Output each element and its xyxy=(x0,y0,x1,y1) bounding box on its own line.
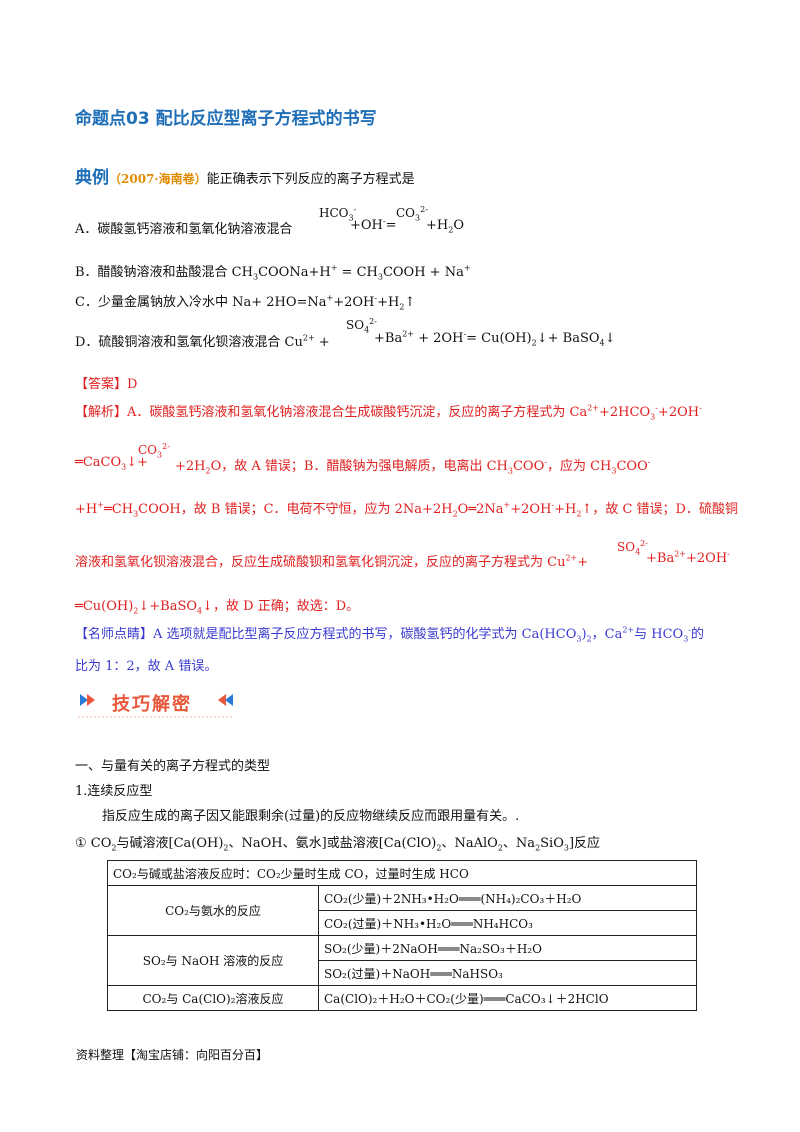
analysis-line-2b: +2H2O，故 A 错误；B．醋酸钠为强电解质，电离出 CH3COO-，应为 C… xyxy=(175,457,651,476)
option-a-mid: +OH-= xyxy=(350,216,397,233)
so4-formula: SO42- xyxy=(346,317,377,335)
row-label: CO₂与氨水的反应 xyxy=(107,885,319,936)
option-d-tail: +Ba2+ + 2OH-= Cu(OH)2↓+ BaSO4↓ xyxy=(374,329,616,348)
footer: 资料整理【淘宝店铺：向阳百分百】 xyxy=(76,1048,269,1062)
option-d: D．硫酸铜溶液和氢氧化钡溶液混合 Cu2+ + xyxy=(75,333,330,350)
analysis-line-3: +H+═CH3COOH，故 B 错误；C．电荷不守恒，应为 2Na+2H2O═2… xyxy=(75,500,738,519)
table-row: SO₂(过量)＋NaOH═══NaHSO₃ xyxy=(108,960,697,986)
section-item-1: ① CO2与碱溶液[Ca(OH)2、NaOH、氨水]或盐溶液[Ca(ClO)2、… xyxy=(75,836,601,853)
answer: 【答案】D xyxy=(75,377,138,392)
reaction-table: CO₂与碱或盐溶液反应时：CO₂少量时生成 CO，过量时生成 HCO CO₂与氨… xyxy=(107,860,697,1011)
table-row: CO₂与 Ca(ClO)₂溶液反应 Ca(ClO)₂＋H₂O＋CO₂(少量)══… xyxy=(107,985,697,1011)
hco3-formula: HCO3- xyxy=(319,205,357,223)
example-question: 能正确表示下列反应的离子方程式是 xyxy=(206,172,415,187)
analysis-line-4a: 溶液和氢氧化钡溶液混合，反应生成硫酸钡和氢氧化铜沉淀，反应的离子方程式为 Cu2… xyxy=(75,553,589,570)
row-equation: CO₂(少量)＋2NH₃•H₂O═══(NH₄)₂CO₃＋H₂O xyxy=(318,885,697,911)
row-equation: SO₂(过量)＋NaOH═══NaHSO₃ xyxy=(318,960,697,986)
option-b: B．醋酸钠溶液和盐酸混合 CH3COONa+H+ = CH3COOH + Na+ xyxy=(75,263,471,282)
option-a: A．碳酸氢钙溶液和氢氧化钠溶液混合 xyxy=(75,222,293,237)
analysis-co3: CO32- xyxy=(138,442,170,460)
option-c: C．少量金属钠放入冷水中 Na+ 2HO=Na++2OH-+H2↑ xyxy=(75,293,416,312)
analysis-so4: SO42- xyxy=(617,539,648,557)
example-tag: 典例 xyxy=(75,168,109,188)
skills-banner: 技巧解密 xyxy=(76,687,236,719)
banner-title: 技巧解密 xyxy=(112,694,192,715)
table-header-row: CO₂与碱或盐溶液反应时：CO₂少量时生成 CO，过量时生成 HCO xyxy=(107,860,697,886)
option-a-tail: +H2O xyxy=(426,218,464,235)
section-heading: 一、与量有关的离子方程式的类型 xyxy=(75,759,271,774)
banner-arrows-icon xyxy=(78,694,234,718)
analysis-line-1: 【解析】A．碳酸氢钙溶液和氢氧化钠溶液混合生成碳酸钙沉淀，反应的离子方程式为 C… xyxy=(75,403,702,422)
example-source: （2007·海南卷） xyxy=(109,172,207,186)
co3-formula: CO32- xyxy=(396,205,428,223)
table-row: SO₂与 NaOH 溶液的反应 SO₂(少量)＋2NaOH═══Na₂SO₃＋H… xyxy=(107,935,697,986)
row-equation: Ca(ClO)₂＋H₂O＋CO₂(少量)═══CaCO₃↓＋2HClO xyxy=(318,985,697,1011)
analysis-line-4b: +Ba2++2OH- xyxy=(646,549,730,566)
tip-line-2: 比为 1：2，故 A 错误。 xyxy=(75,659,218,674)
tip-line-1: 【名师点睛】A 选项就是配比型离子反应方程式的书写，碳酸氢钙的化学式为 Ca(H… xyxy=(75,625,705,644)
table-header: CO₂与碱或盐溶液反应时：CO₂少量时生成 CO，过量时生成 HCO xyxy=(107,860,697,886)
analysis-line-2a: ═CaCO3↓+ xyxy=(75,455,149,472)
row-equation: SO₂(少量)＋2NaOH═══Na₂SO₃＋H₂O xyxy=(318,935,697,961)
example-line: 典例（2007·海南卷）能正确表示下列反应的离子方程式是 xyxy=(75,163,415,188)
table-row: CO₂(过量)＋NH₃•H₂O═══NH₄HCO₃ xyxy=(108,910,697,936)
section-description: 指反应生成的离子因又能跟剩余(过量)的反应物继续反应而跟用量有关。. xyxy=(102,809,520,824)
page-title: 命题点03 配比反应型离子方程式的书写 xyxy=(75,109,377,129)
table-row: CO₂与氨水的反应 CO₂(少量)＋2NH₃•H₂O═══(NH₄)₂CO₃＋H… xyxy=(107,885,697,936)
row-equation: CO₂(过量)＋NH₃•H₂O═══NH₄HCO₃ xyxy=(318,910,697,936)
analysis-line-5: ═Cu(OH)2↓+BaSO4↓，故 D 正确；故选：D。 xyxy=(75,599,360,616)
section-subheading: 1.连续反应型 xyxy=(75,784,153,799)
row-label: CO₂与 Ca(ClO)₂溶液反应 xyxy=(107,985,319,1011)
row-label: SO₂与 NaOH 溶液的反应 xyxy=(107,935,319,986)
